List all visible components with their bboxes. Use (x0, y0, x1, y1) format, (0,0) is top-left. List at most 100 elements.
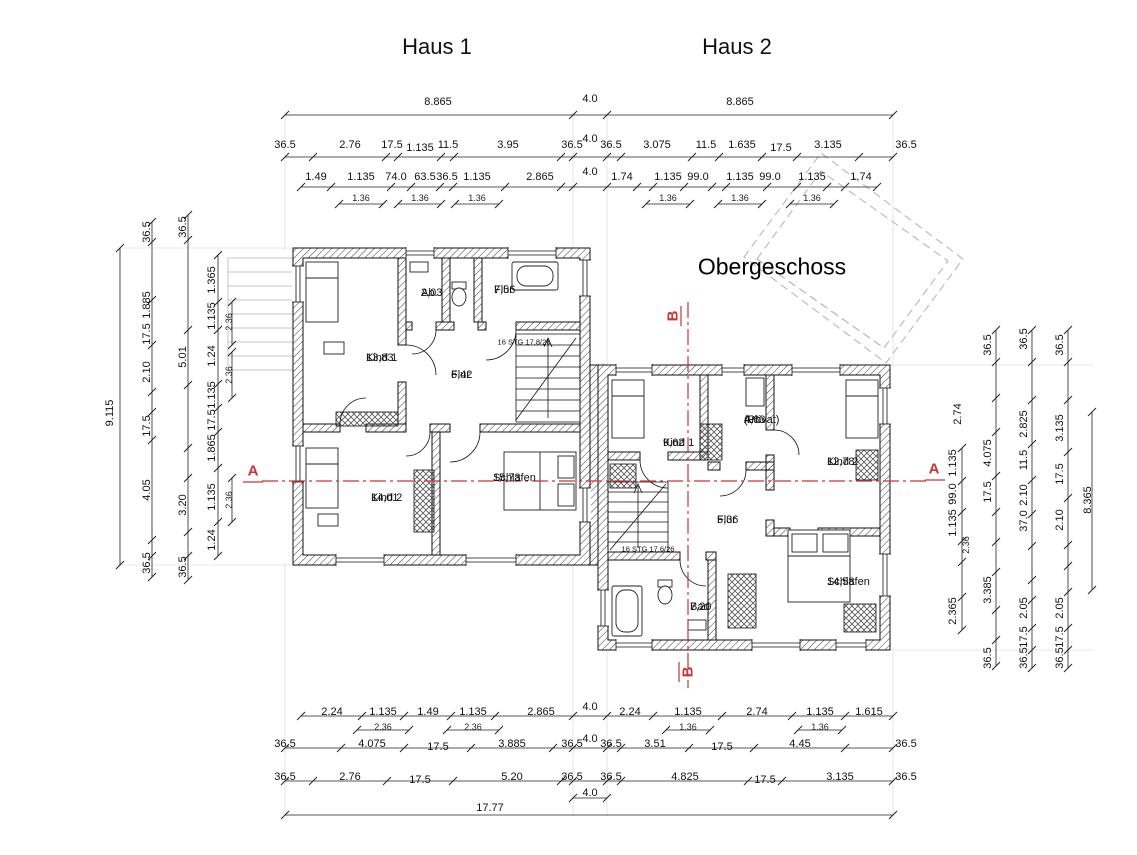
dimension-label: 1.36 (803, 193, 821, 203)
dimension-label: 5.01 (177, 346, 189, 368)
section-label-marks (243, 306, 945, 682)
dimension-label: 1.135 (206, 302, 218, 330)
dimension-label: 36.5 (274, 771, 296, 783)
dimension-label: 3.385 (982, 576, 994, 604)
dimension-label: 3.135 (1054, 414, 1066, 442)
dimension-label: 4.0 (582, 166, 598, 178)
dimension-label: 3.51 (644, 738, 666, 750)
section-marker: A (247, 462, 259, 480)
dimension-label: 36.5 (895, 139, 917, 151)
dimension-label: 36.5 (561, 139, 583, 151)
walls (292, 247, 891, 651)
dimension-label: 2.24 (321, 706, 343, 718)
dimension-label: 2.10 (141, 361, 153, 383)
dimension-label: 36.5 (1054, 647, 1066, 669)
dimension-label: 1.135 (206, 483, 218, 511)
dimension-label: 1.135 (947, 509, 959, 537)
dimension-label: 17.5 (1054, 463, 1066, 485)
dimension-label: 11.5 (437, 139, 459, 151)
dimension-label: 63.5 (414, 171, 436, 183)
dimension-label: 36.5 (895, 738, 917, 750)
dimension-label: 36.5 (177, 216, 189, 238)
dimension-label: 1.885 (141, 291, 153, 319)
dimension-label: 74.0 (385, 171, 407, 183)
section-marker: B (664, 310, 682, 322)
dimension-label: 4.45 (789, 738, 811, 750)
dimension-label: 2.05 (1018, 597, 1030, 619)
dimension-label: 2.36 (224, 366, 234, 384)
exterior-stair (227, 257, 294, 371)
dimension-label: 3.135 (814, 139, 842, 151)
dimension-label: 36.5 (436, 171, 458, 183)
dimension-label: 36.5 (141, 221, 153, 243)
dimension-label: 1.49 (417, 706, 439, 718)
dimension-label: 17.5 (982, 481, 994, 503)
dimension-label: 3.95 (497, 139, 519, 151)
dimension-label: 1.135 (654, 171, 682, 183)
dimension-label: 1.135 (206, 381, 218, 409)
dimension-label: 2.76 (339, 771, 361, 783)
dimension-label: 17.5 (1054, 626, 1066, 648)
section-marker: A (928, 460, 940, 478)
dimension-label: 2.36 (464, 722, 482, 732)
section-marker: B (679, 666, 697, 678)
dimension-label: 17.5 (1018, 626, 1030, 648)
dimension-label: 1.74 (611, 171, 633, 183)
dimension-label: 1.365 (206, 266, 218, 294)
dimension-label: 3.885 (498, 738, 526, 750)
dimension-label: 11.5 (1018, 449, 1030, 471)
dimension-label: 1.135 (406, 142, 434, 154)
dimension-label: 8.865 (424, 96, 452, 108)
dimension-label: 2.865 (527, 706, 555, 718)
dimension-label: 99.0 (687, 171, 709, 183)
dimension-label: 1.615 (855, 706, 883, 718)
dimension-label: 2.74 (952, 403, 964, 425)
dimension-label: 36.5 (600, 771, 622, 783)
dimension-label: 99.0 (947, 483, 959, 505)
dimension-label: 36.5 (561, 771, 583, 783)
dimension-label: 2.10 (1054, 509, 1066, 531)
dimension-label: 36.5 (274, 738, 296, 750)
dimension-label: 4.0 (582, 93, 598, 105)
dimension-label: 36.5 (1054, 334, 1066, 356)
carport-roof-outline (743, 152, 964, 364)
dimension-chains (115, 110, 1097, 820)
dimension-label: 1.36 (659, 193, 677, 203)
dimension-label: 36.5 (561, 738, 583, 750)
dimension-label: 1.24 (206, 529, 218, 551)
dimension-label: 36.5 (1018, 647, 1030, 669)
dimension-label: 8.865 (726, 96, 754, 108)
dimension-label: 1.36 (468, 193, 486, 203)
dimension-label: 1.135 (459, 706, 487, 718)
dimension-label: 4.075 (982, 439, 994, 467)
dimension-label: 1.36 (352, 193, 370, 203)
dimension-label: 3.20 (177, 494, 189, 516)
dimension-label: 4.0 (582, 787, 598, 799)
dimension-label: 1.74 (850, 171, 872, 183)
dimension-label: 36.5 (982, 647, 994, 669)
dimension-label: 1.135 (798, 171, 826, 183)
dimension-label: 17.5 (141, 323, 153, 345)
dimension-label: 4.825 (671, 771, 699, 783)
dimension-label: 2.36 (961, 536, 971, 554)
stair-haus1 (515, 333, 580, 423)
stair-haus2 (608, 481, 669, 553)
dimension-label: 2.10 (1018, 484, 1030, 506)
dimension-label: 1.135 (369, 706, 397, 718)
stair-label: 16 STG 17,8/26 (497, 337, 551, 347)
dimension-label: 36.5 (895, 771, 917, 783)
dimension-label: 1.135 (947, 449, 959, 477)
dimension-label: 17.5 (770, 142, 792, 154)
dimension-label: 36.5 (177, 556, 189, 578)
dimension-label: 17.5 (409, 774, 431, 786)
dimension-label: 2.365 (947, 597, 959, 625)
dimension-label: 2.05 (1054, 597, 1066, 619)
dimension-label: 3.135 (826, 771, 854, 783)
dimension-label: 2.36 (224, 313, 234, 331)
shaft-blocks (335, 411, 879, 633)
extension-guides (118, 112, 1094, 816)
dimension-label: 1.135 (726, 171, 754, 183)
dimension-label: 1.36 (679, 722, 697, 732)
